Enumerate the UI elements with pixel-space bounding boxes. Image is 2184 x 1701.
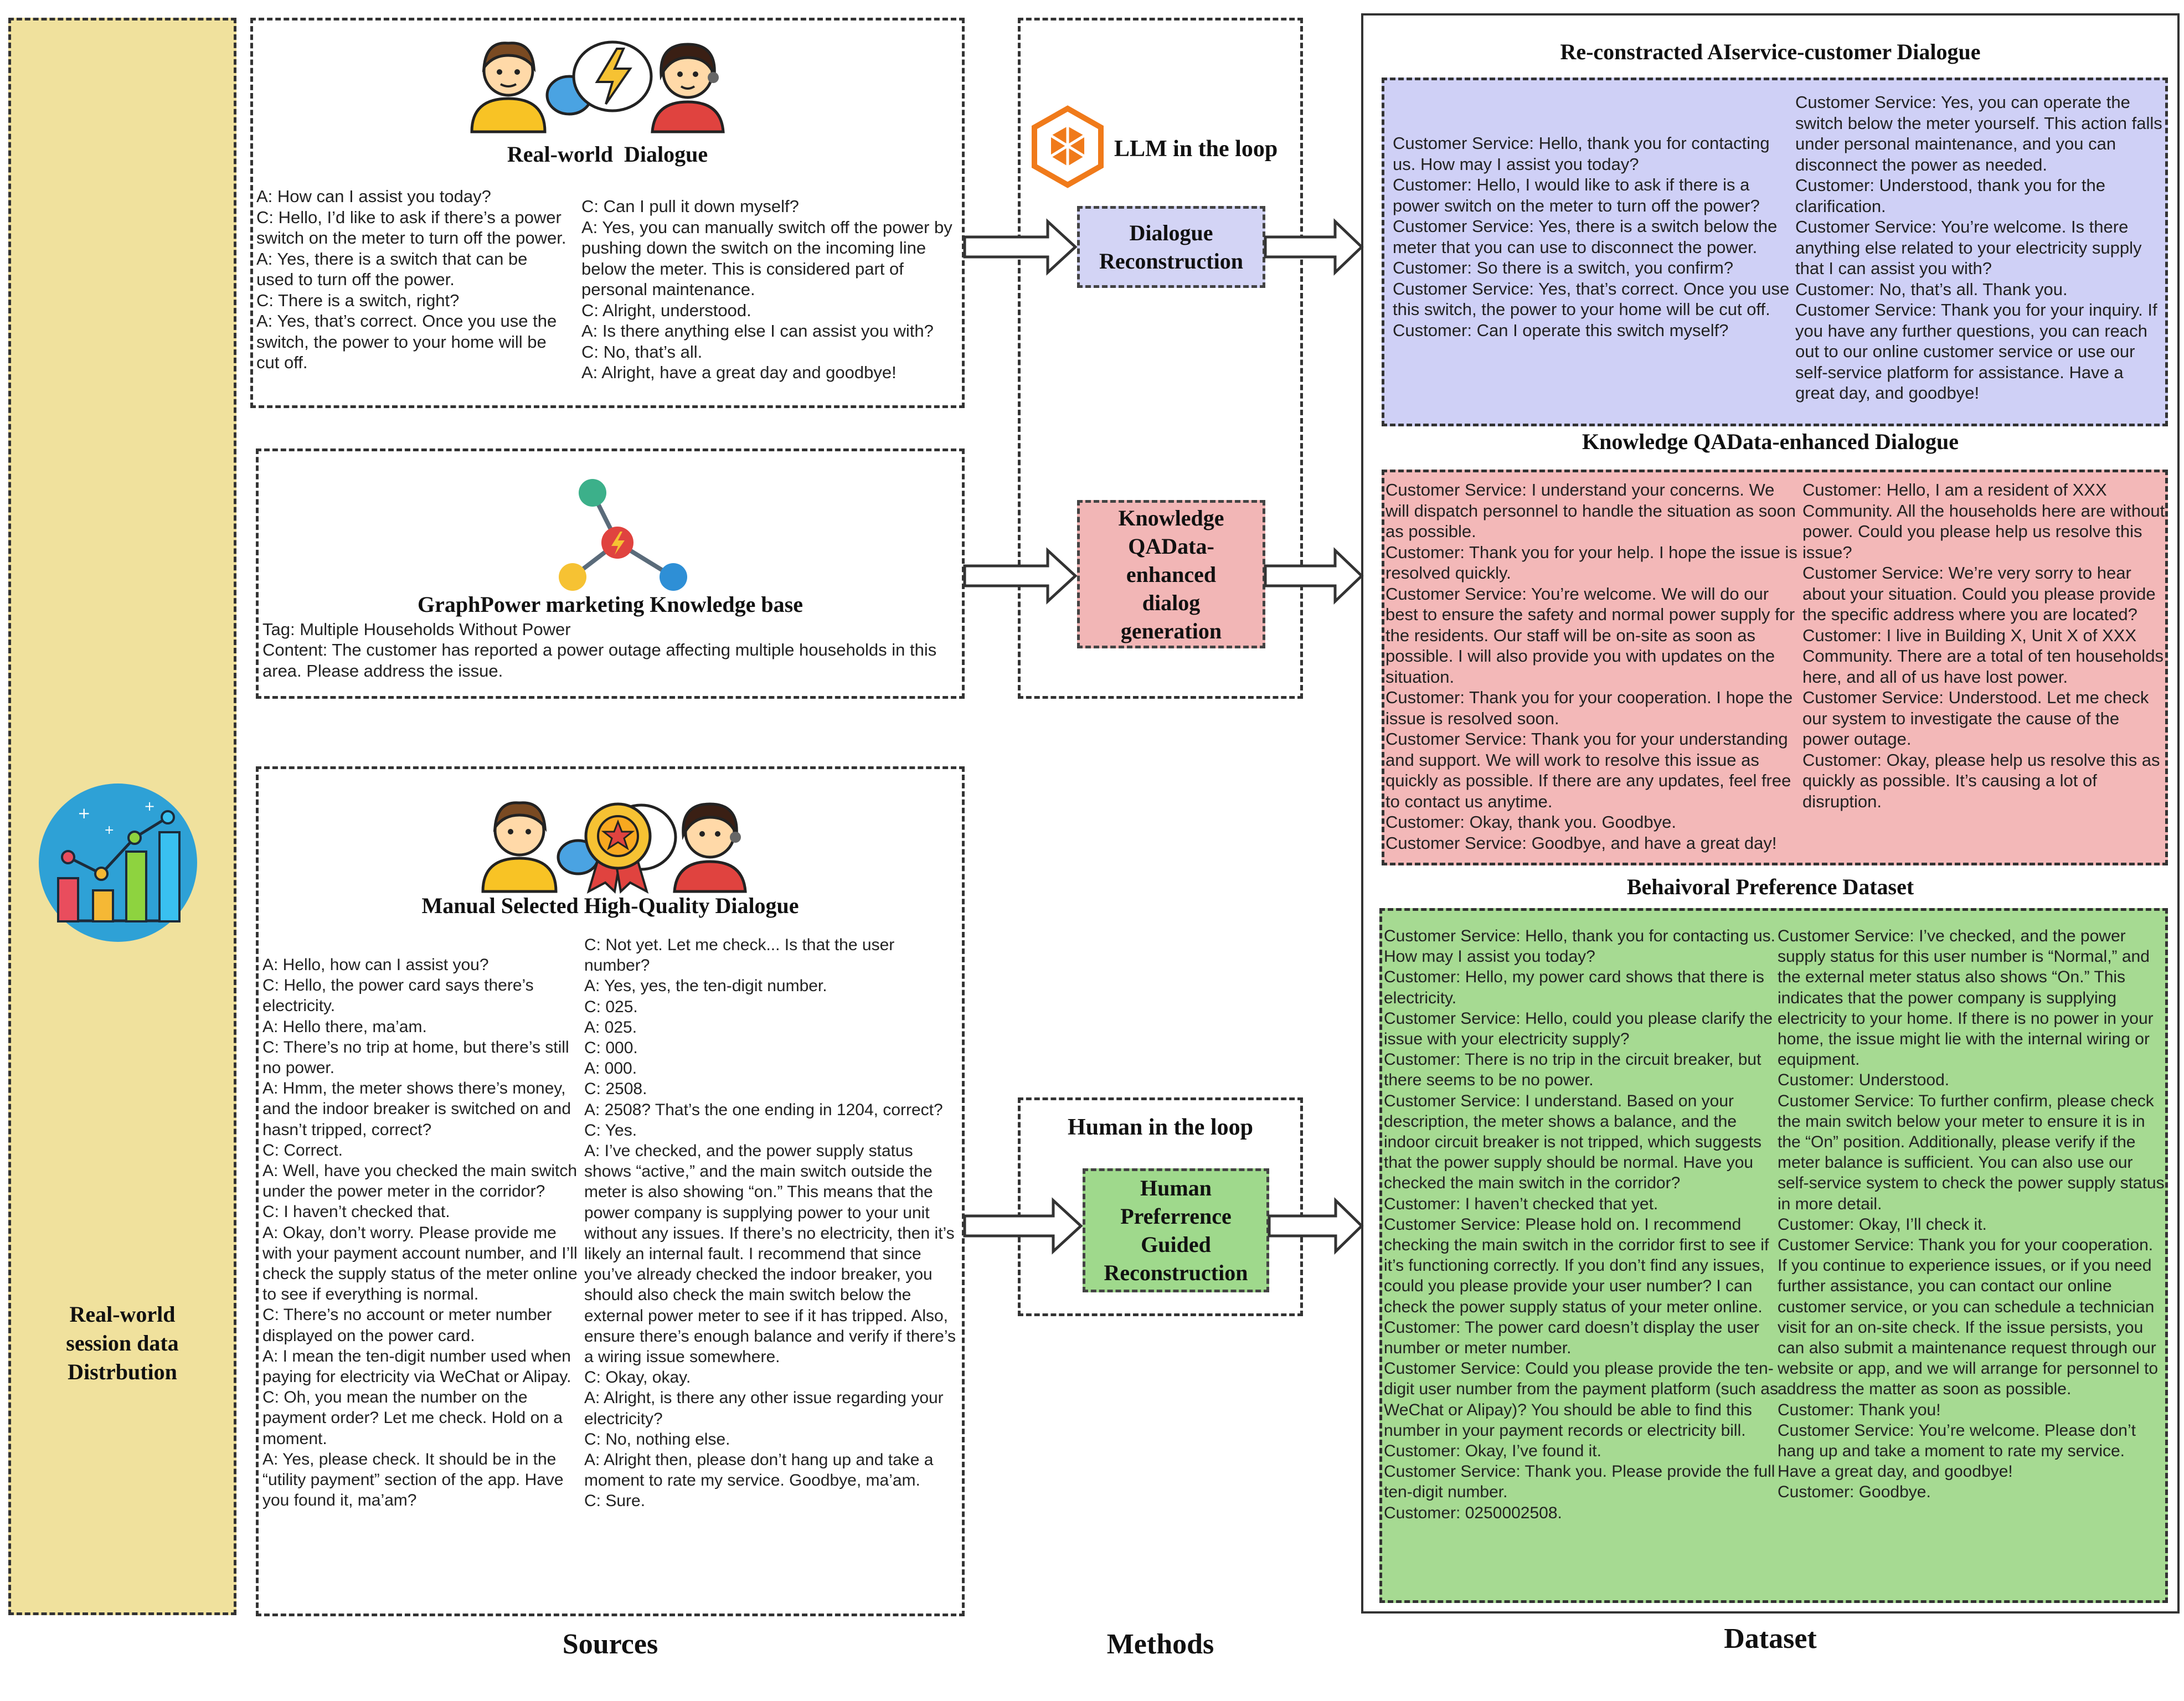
behavioral-dataset-col1: Customer Service: Hello, thank you for c… xyxy=(1384,927,1778,1522)
reconstructed-dialogue-col1: Customer Service: Hello, thank you for c… xyxy=(1393,133,1790,340)
reconstructed-dialogue-col2: Customer Service: Yes, you can operate t… xyxy=(1795,92,2162,403)
realworld-dialogue-box xyxy=(250,18,965,408)
dataset-frame xyxy=(1361,13,2180,1614)
behavioral-dataset-col2: Customer Service: I’ve checked, and the … xyxy=(1778,927,2165,1502)
arrow-human-to-dataset xyxy=(1268,1197,1364,1255)
graph-network-icon xyxy=(559,479,687,591)
arrow-generation-to-dataset xyxy=(1264,547,1364,605)
manual-dialogue-title: Manual Selected High-Quality Dialogue xyxy=(421,893,799,918)
realworld-dialogue-title: Real-world Dialogue xyxy=(507,142,708,167)
arrow-manual-to-human xyxy=(963,1197,1083,1255)
human-loop-region xyxy=(1018,1097,1303,1316)
arrow-reconstruction-to-dataset xyxy=(1264,218,1364,276)
arrow-knowledge-to-generation xyxy=(963,547,1078,605)
human-reconstruction-box: Human Preferrence Guided Reconstruction xyxy=(1083,1168,1269,1292)
dialogue-reconstruction-box: Dialogue Reconstruction xyxy=(1077,206,1265,288)
knowledge-dialogue-box xyxy=(1382,470,2168,865)
realworld-dialogue-col1: A: How can I assist you today? C: Hello,… xyxy=(256,187,566,372)
behavioral-dataset-title: Behaivoral Preference Dataset xyxy=(1626,874,1914,899)
reconstructed-dialogue-box xyxy=(1382,78,2168,426)
behavioral-dataset-box xyxy=(1379,908,2168,1603)
svg-text:+: + xyxy=(78,804,90,822)
knowledge-base-content: Content: The customer has reported a pow… xyxy=(262,640,937,681)
manual-dialogue-col2: C: Not yet. Let me check... Is that the … xyxy=(584,936,956,1511)
methods-label: Methods xyxy=(1106,1628,1214,1660)
realworld-dialogue-col2: C: Can I pull it down myself? A: Yes, yo… xyxy=(581,197,952,382)
dataset-label: Dataset xyxy=(1724,1623,1817,1654)
knowledge-dialogue-col2: Customer: Hello, I am a resident of XXX … xyxy=(1802,480,2165,811)
knowledge-base-title: GraphPower marketing Knowledge base xyxy=(418,592,803,617)
llm-loop-region xyxy=(1018,18,1303,699)
knowledge-dialogue-col1: Customer Service: I understand your conc… xyxy=(1385,480,1797,853)
distribution-label: Real-world session data Distrbution xyxy=(66,1302,179,1384)
svg-text:+: + xyxy=(144,798,155,814)
sources-label: Sources xyxy=(562,1628,658,1660)
quality-medal-icon xyxy=(481,801,747,894)
dialogue-people-icon xyxy=(470,40,725,133)
knowledge-generation-box: Knowledge QAData- enhanced dialog genera… xyxy=(1077,500,1265,648)
reconstructed-dialogue-title: Re-constracted AIservice-customer Dialog… xyxy=(1560,39,1981,64)
human-loop-label: Human in the loop xyxy=(1068,1115,1253,1140)
svg-text:+: + xyxy=(104,823,114,837)
chart-icon: + + + xyxy=(39,784,197,942)
knowledge-dialogue-title: Knowledge QAData-enhanced Dialogue xyxy=(1582,429,1959,454)
llm-cube-icon xyxy=(1032,105,1104,188)
llm-loop-label: LLM in the loop xyxy=(1114,136,1278,162)
manual-dialogue-box xyxy=(256,766,965,1616)
manual-dialogue-col1: A: Hello, how can I assist you? C: Hello… xyxy=(262,956,578,1510)
arrow-sources-to-reconstruction xyxy=(963,218,1078,276)
knowledge-base-tag: Tag: Multiple Households Without Power xyxy=(262,620,571,639)
